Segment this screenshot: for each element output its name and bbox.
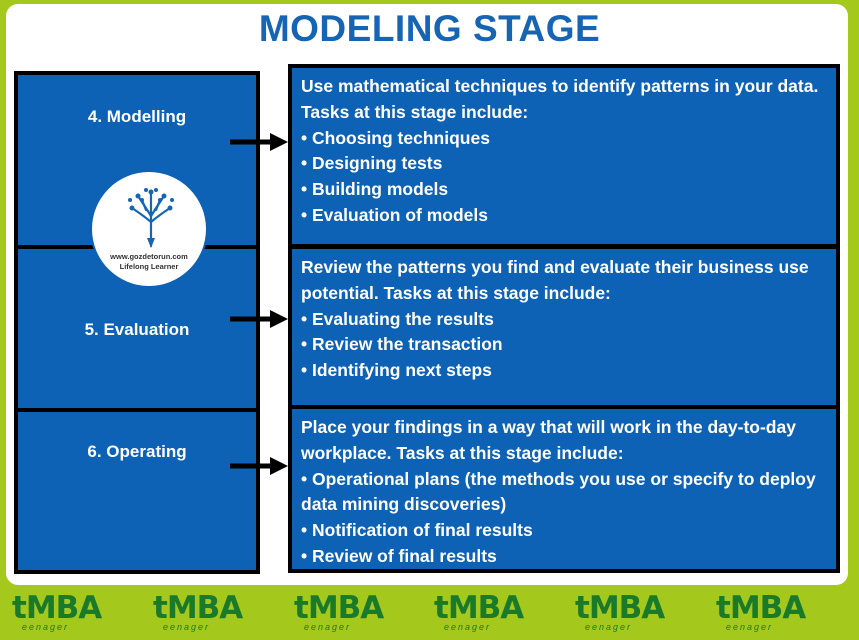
brand-name: tMBA xyxy=(12,590,102,626)
brand-logo: tMBA eenager xyxy=(8,590,128,634)
description-intro: Place your findings in a way that will w… xyxy=(301,417,796,463)
list-item: Review of final results xyxy=(301,544,828,570)
list-item: Choosing techniques xyxy=(301,126,828,152)
brand-name: tMBA xyxy=(575,590,665,626)
brand-name: tMBA xyxy=(294,590,384,626)
task-list: Operational plans (the methods you use o… xyxy=(301,467,828,570)
description-box-operating: Place your findings in a way that will w… xyxy=(288,405,840,573)
brand-name: tMBA xyxy=(153,590,243,626)
logo-badge: www.gozdetorun.com Lifelong Learner xyxy=(90,170,208,288)
brand-sub: eenager xyxy=(304,622,352,632)
brand-sub: eenager xyxy=(163,622,211,632)
brand-logo: tMBA eenager xyxy=(571,590,691,634)
arrow-right-icon xyxy=(230,310,288,328)
brand-sub: eenager xyxy=(22,622,70,632)
list-item: Notification of final results xyxy=(301,518,828,544)
logo-tagline: Lifelong Learner xyxy=(119,262,179,271)
tree-pencil-icon xyxy=(128,188,174,248)
description-box-evaluation: Review the patterns you find and evaluat… xyxy=(288,245,840,409)
arrow-right-icon xyxy=(230,133,288,151)
brand-sub: eenager xyxy=(726,622,774,632)
description-intro: Use mathematical techniques to identify … xyxy=(301,76,819,122)
description-intro: Review the patterns you find and evaluat… xyxy=(301,257,809,303)
brand-logo: tMBA eenager xyxy=(149,590,269,634)
list-item: Identifying next steps xyxy=(301,358,828,384)
list-item: Evaluating the results xyxy=(301,307,828,333)
task-list: Evaluating the results Review the transa… xyxy=(301,307,828,384)
brand-logo: tMBA eenager xyxy=(712,590,832,634)
list-item: Review the transaction xyxy=(301,332,828,358)
page-title: MODELING STAGE xyxy=(258,8,601,49)
brand-sub: eenager xyxy=(444,622,492,632)
description-box-modelling: Use mathematical techniques to identify … xyxy=(288,64,840,248)
stage-label: 4. Modelling xyxy=(87,107,187,126)
list-item: Operational plans (the methods you use o… xyxy=(301,467,828,519)
brand-logo: tMBA eenager xyxy=(430,590,550,634)
list-item: Evaluation of models xyxy=(301,203,828,229)
logo-url: www.gozdetorun.com xyxy=(110,252,188,261)
brand-logo: tMBA eenager xyxy=(290,590,410,634)
brand-name: tMBA xyxy=(716,590,806,626)
stage-label: 5. Evaluation xyxy=(84,319,190,339)
arrow-right-icon xyxy=(230,457,288,475)
list-item: Designing tests xyxy=(301,151,828,177)
brand-name: tMBA xyxy=(434,590,524,626)
stage-label: 6. Operating xyxy=(87,442,187,461)
task-list: Choosing techniques Designing tests Buil… xyxy=(301,126,828,229)
stage-box-operating: 6. Operating xyxy=(14,408,260,574)
brand-sub: eenager xyxy=(585,622,633,632)
footer-logo-row: tMBA eenager tMBA eenager tMBA eenager t… xyxy=(0,590,859,634)
list-item: Building models xyxy=(301,177,828,203)
